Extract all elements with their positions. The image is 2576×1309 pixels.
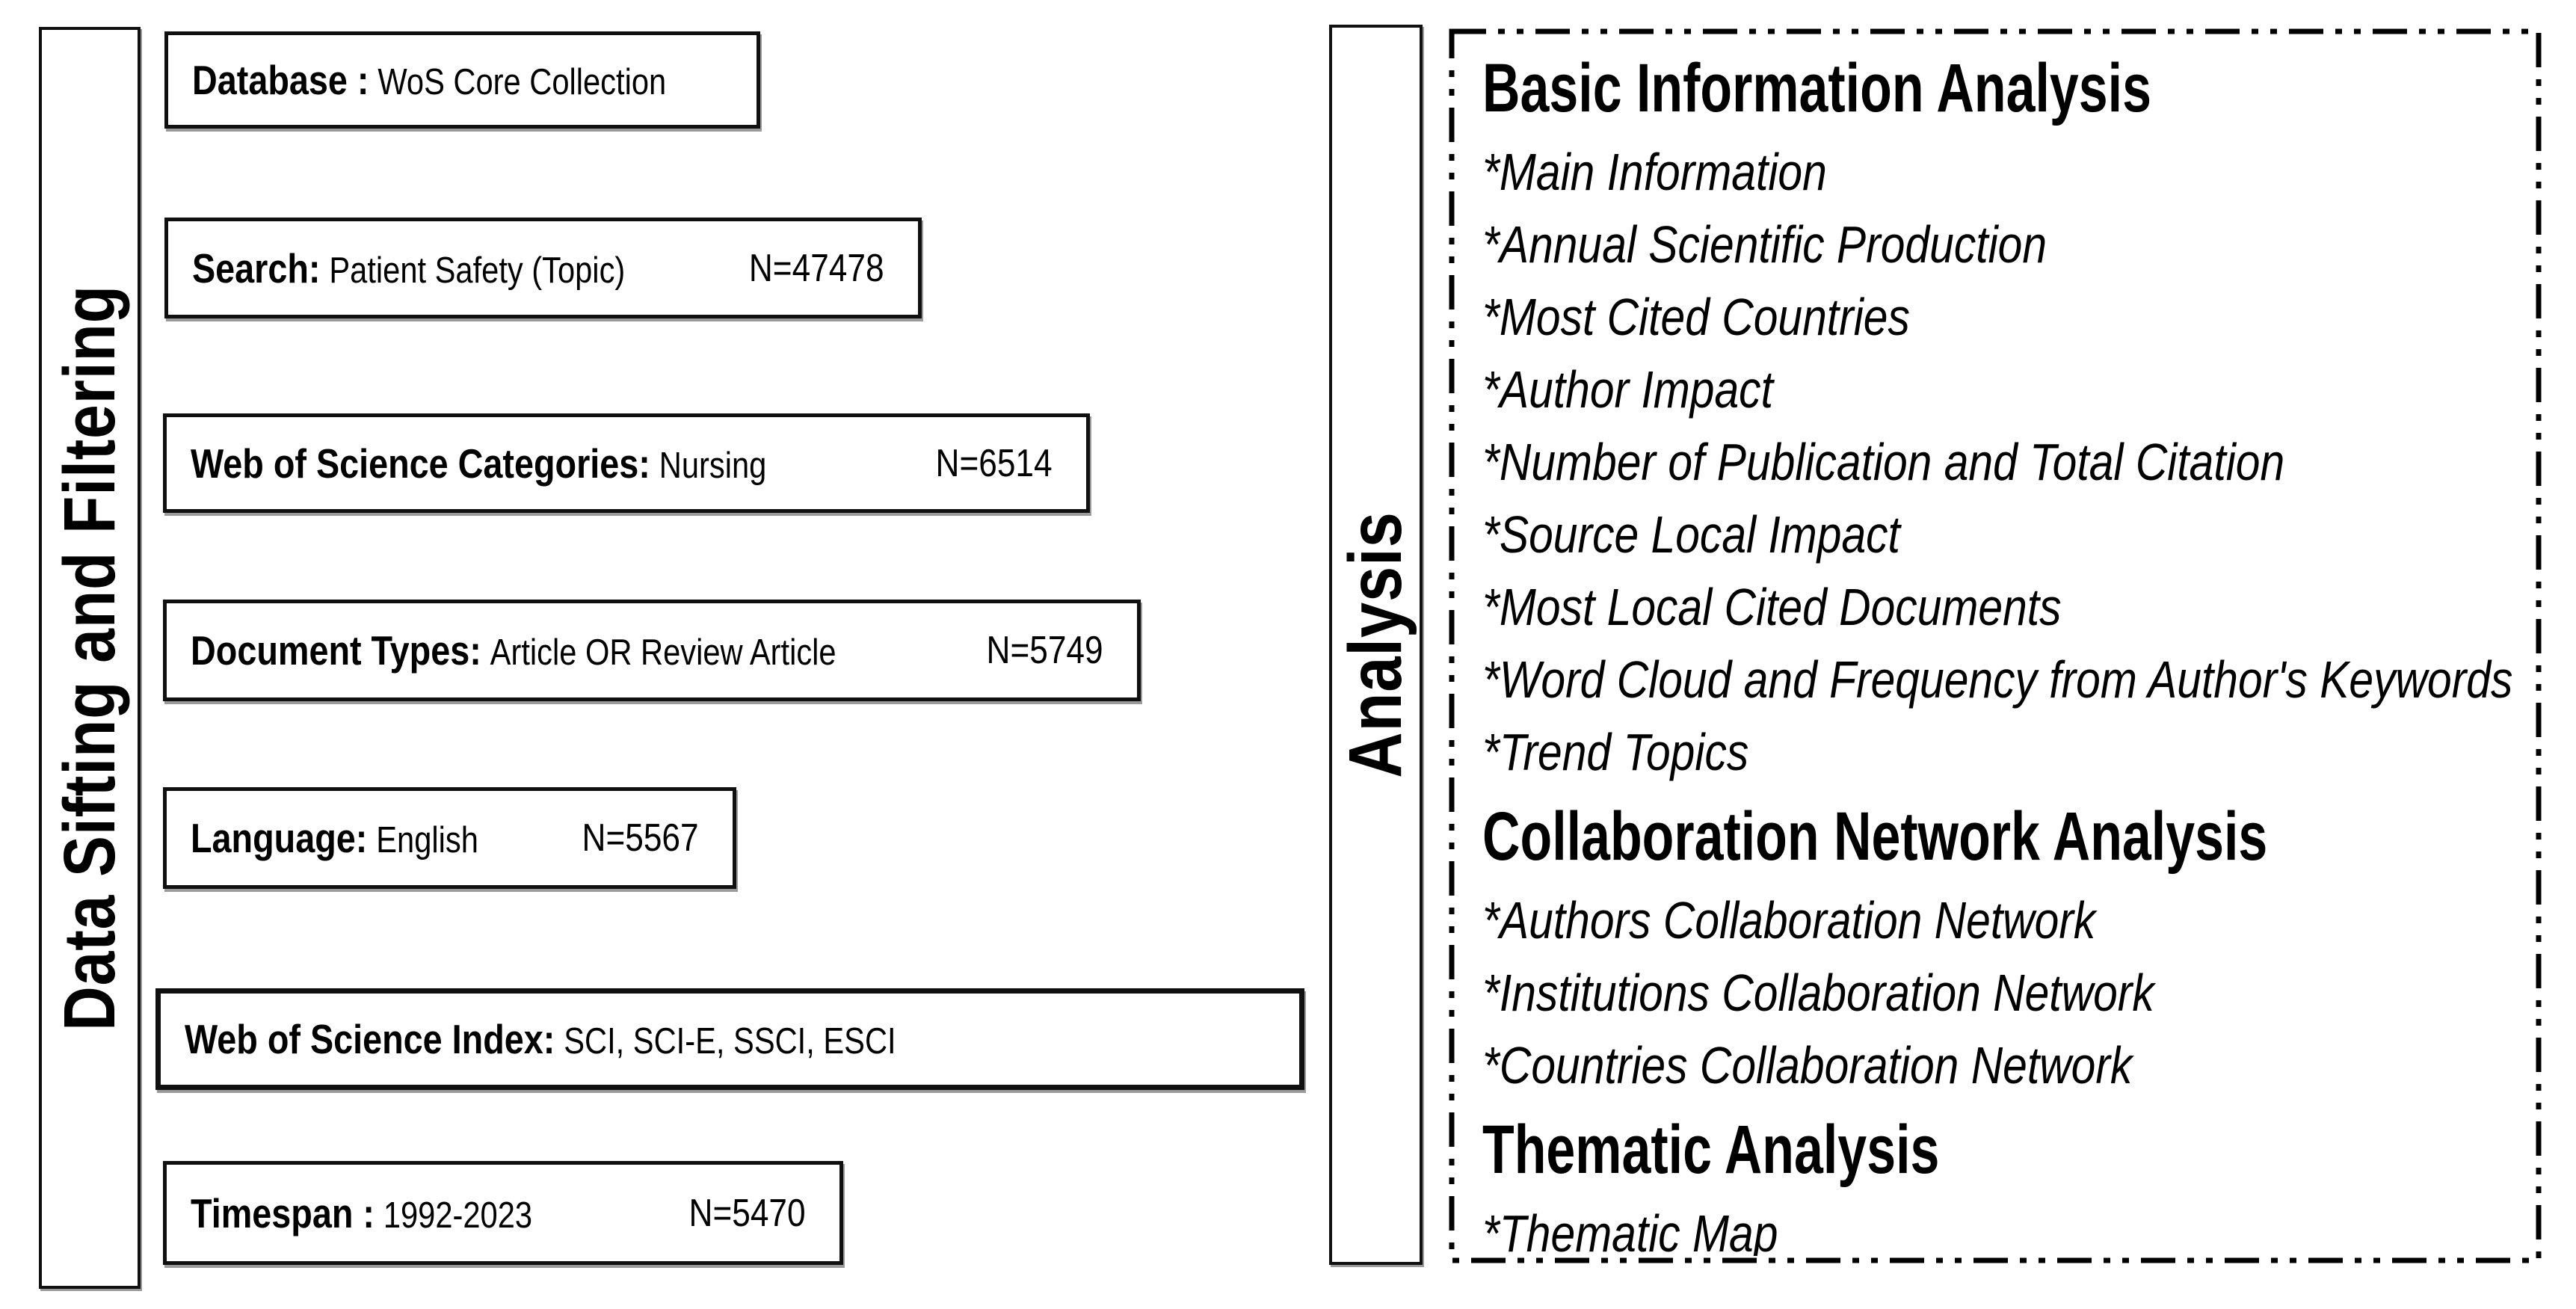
language-label: Language: xyxy=(191,815,368,861)
timespan-value: 1992-2023 xyxy=(383,1195,533,1236)
language-count: N=5567 xyxy=(582,816,699,860)
section-heading-collaboration-network: Collaboration Network Analysis xyxy=(1482,798,2268,875)
data-sifting-filtering-bar: Data Sifting and Filtering xyxy=(39,27,141,1289)
analysis-item: *Source Local Impact xyxy=(1482,505,1900,564)
analysis-panel-content: Basic Information Analysis *Main Informa… xyxy=(1482,40,2528,1256)
wos-index-label: Web of Science Index: xyxy=(185,1016,555,1062)
document-types-label: Document Types: xyxy=(191,627,481,674)
document-types-text: Document Types:Article OR Review Article xyxy=(191,626,836,674)
search-label: Search: xyxy=(192,244,321,292)
document-types-box: Document Types:Article OR Review Article… xyxy=(163,600,1141,701)
search-count: N=47478 xyxy=(749,246,884,290)
search-value: Patient Safety (Topic) xyxy=(329,250,626,291)
analysis-item: *Main Information xyxy=(1482,143,1827,201)
timespan-label: Timespan : xyxy=(191,1189,375,1236)
analysis-item: *Most Cited Countries xyxy=(1482,288,1910,346)
analysis-item: *Word Cloud and Frequency from Author's … xyxy=(1482,650,2513,709)
analysis-item: *Number of Publication and Total Citatio… xyxy=(1482,433,2285,491)
analysis-panel: Basic Information Analysis *Main Informa… xyxy=(1449,28,2542,1263)
analysis-item: *Annual Scientific Production xyxy=(1482,215,2047,274)
language-box: Language:English N=5567 xyxy=(163,787,736,889)
analysis-item: *Authors Collaboration Network xyxy=(1482,891,2096,949)
database-text: Database :WoS Core Collection xyxy=(192,56,666,104)
data-sifting-filtering-label: Data Sifting and Filtering xyxy=(49,285,131,1031)
wos-index-value: SCI, SCI-E, SSCI, ESCI xyxy=(564,1021,896,1062)
dash-dot-border xyxy=(1449,28,2542,1263)
language-value: English xyxy=(376,820,478,860)
timespan-text: Timespan :1992-2023 xyxy=(191,1189,532,1237)
section-heading-basic-information: Basic Information Analysis xyxy=(1482,50,2151,126)
database-label: Database : xyxy=(192,57,369,103)
wos-categories-label: Web of Science Categories: xyxy=(191,440,650,487)
search-box: Search:Patient Safety (Topic) N=47478 xyxy=(164,218,922,318)
analysis-bar-label: Analysis xyxy=(1334,511,1418,778)
analysis-item: *Institutions Collaboration Network xyxy=(1482,964,2154,1022)
timespan-box: Timespan :1992-2023 N=5470 xyxy=(163,1161,843,1265)
language-text: Language:English xyxy=(191,814,478,862)
document-types-value: Article OR Review Article xyxy=(490,632,836,673)
database-value: WoS Core Collection xyxy=(378,62,667,102)
analysis-item: *Countries Collaboration Network xyxy=(1482,1036,2133,1094)
database-box: Database :WoS Core Collection xyxy=(164,31,760,129)
section-heading-thematic: Thematic Analysis xyxy=(1482,1112,1940,1188)
analysis-item: *Thematic Map xyxy=(1482,1204,1778,1256)
wos-categories-text: Web of Science Categories:Nursing xyxy=(191,440,766,487)
analysis-item: *Trend Topics xyxy=(1482,723,1749,781)
wos-categories-box: Web of Science Categories:Nursing N=6514 xyxy=(163,413,1090,513)
wos-categories-count: N=6514 xyxy=(935,441,1053,485)
search-text: Search:Patient Safety (Topic) xyxy=(192,244,625,292)
analysis-item: *Author Impact xyxy=(1482,360,1773,419)
wos-index-text: Web of Science Index:SCI, SCI-E, SSCI, E… xyxy=(185,1015,896,1063)
wos-categories-value: Nursing xyxy=(659,445,767,486)
timespan-count: N=5470 xyxy=(688,1191,806,1235)
analysis-item: *Most Local Cited Documents xyxy=(1482,578,2062,636)
document-types-count: N=5749 xyxy=(986,629,1103,672)
wos-index-box: Web of Science Index:SCI, SCI-E, SSCI, E… xyxy=(155,988,1304,1090)
analysis-bar: Analysis xyxy=(1329,25,1423,1265)
